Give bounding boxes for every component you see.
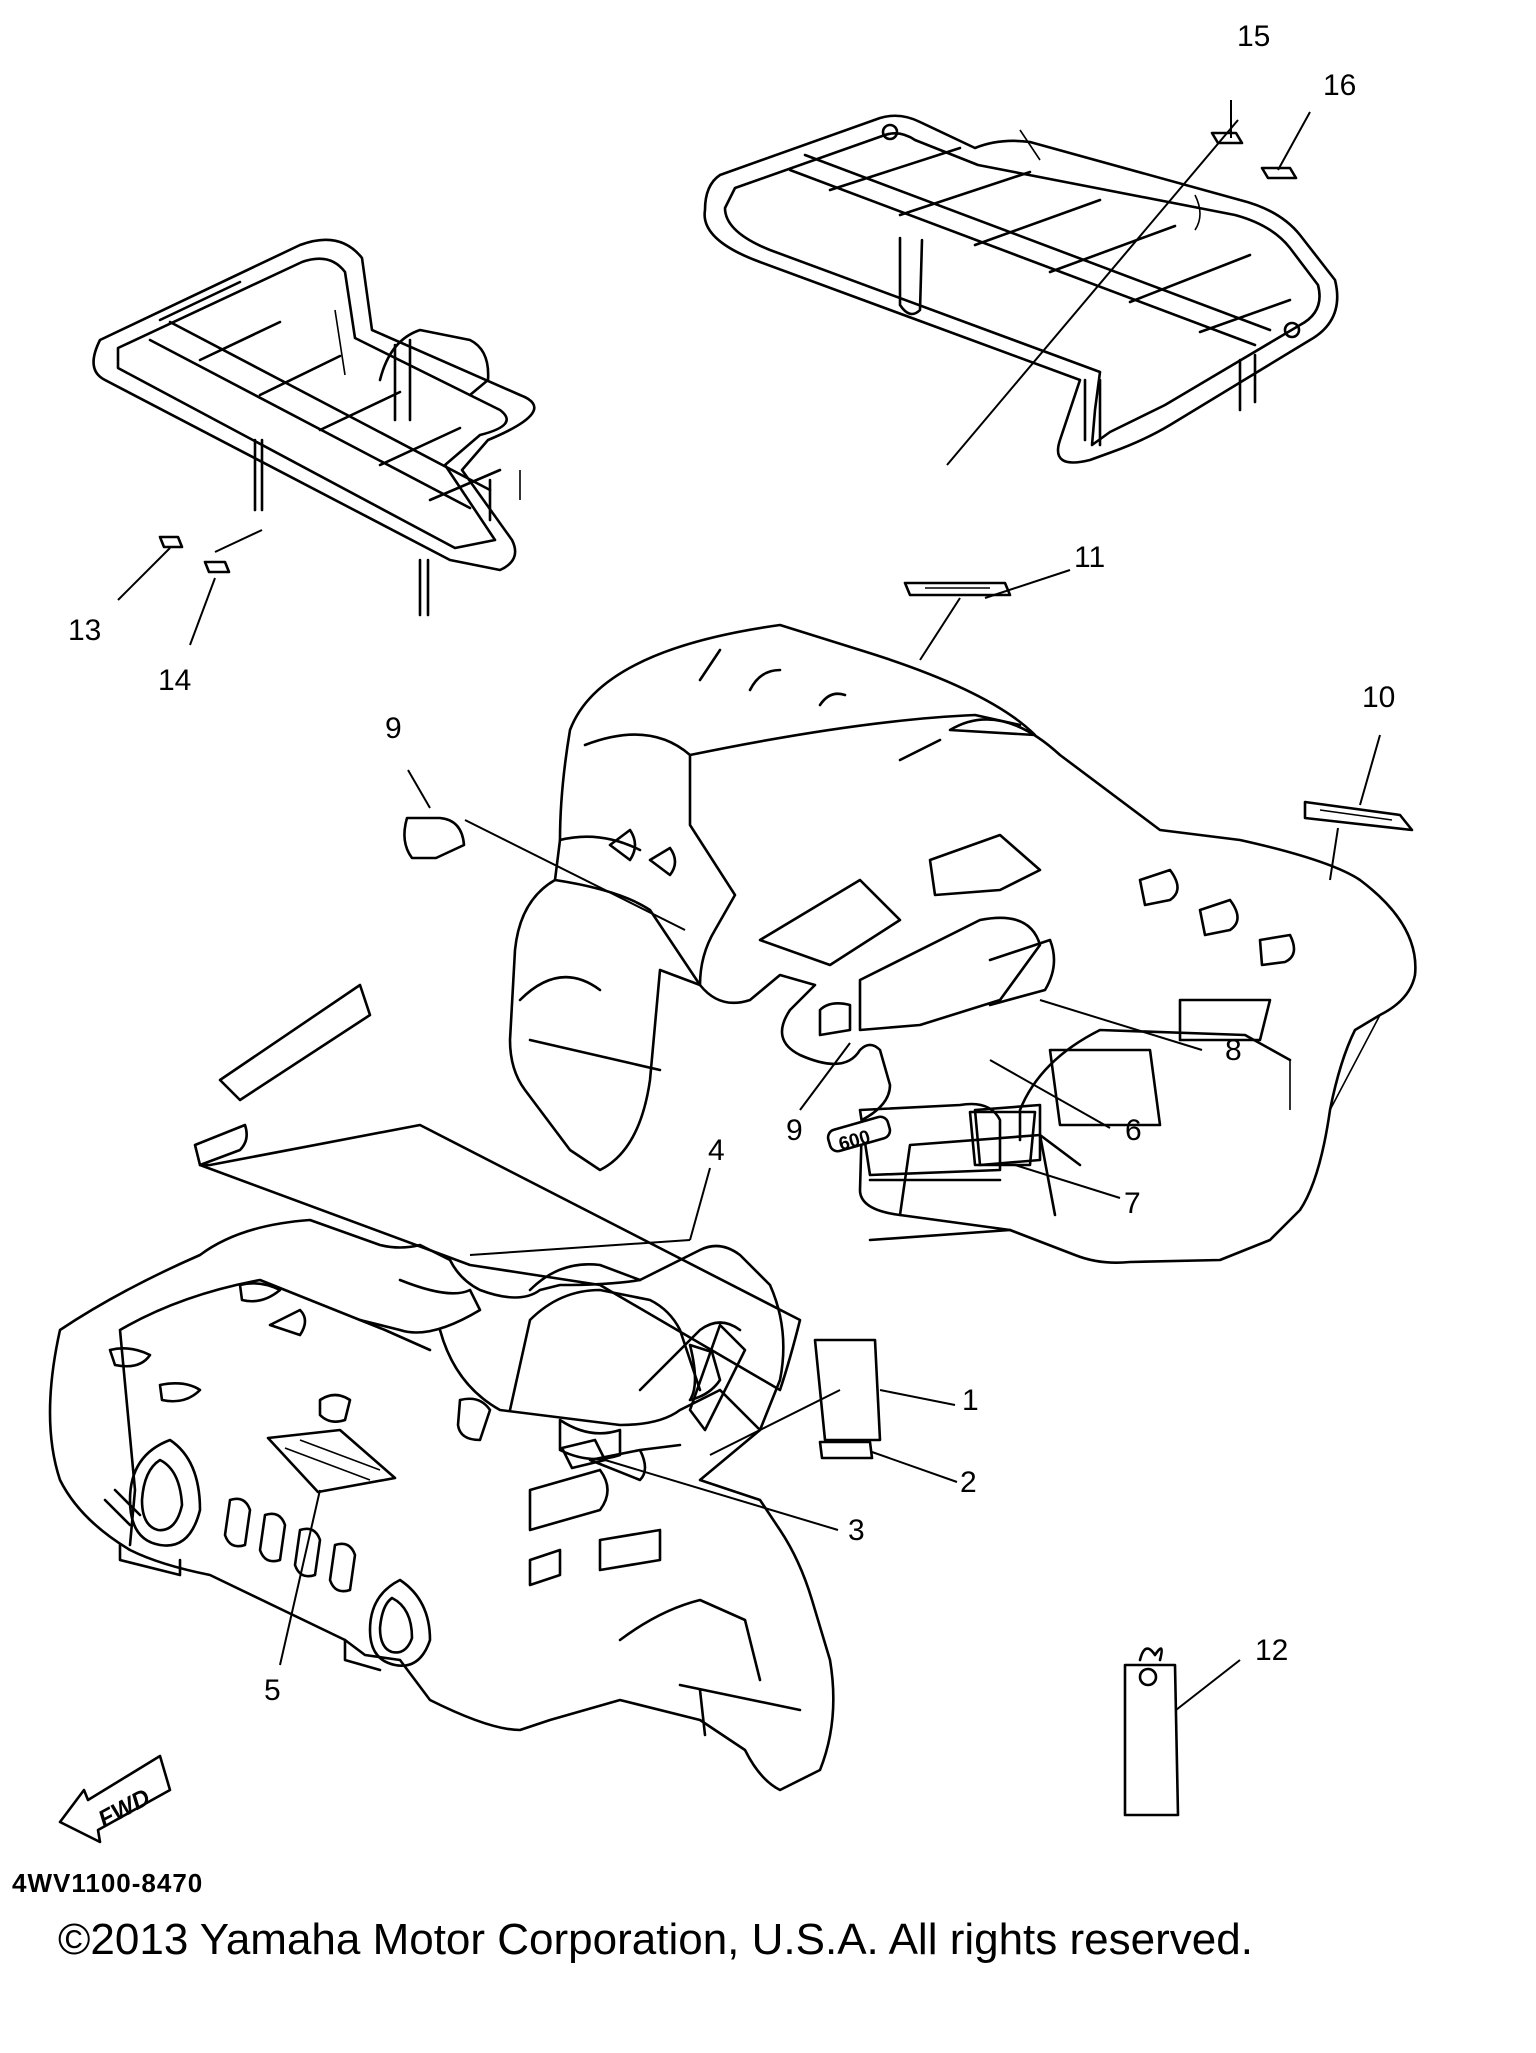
rear-fender-600-badge: 600: [826, 1115, 892, 1155]
callout-15: 15: [1237, 20, 1270, 53]
decal-7: [973, 1103, 1042, 1167]
tag-12: [1123, 1647, 1180, 1817]
callout-16: 16: [1323, 69, 1356, 102]
callout-3: 3: [848, 1514, 865, 1547]
front-carrier-rack: [92, 238, 536, 617]
rear-fender: [508, 623, 1417, 1264]
decal-14: [203, 560, 231, 574]
callouts: 1 2 3 4 5 6 7 8 9 9 10 11 12 13 14 15 16: [68, 20, 1395, 1707]
front-fender: [48, 1218, 835, 1792]
callout-8: 8: [1225, 1034, 1242, 1067]
callout-7: 7: [1124, 1187, 1141, 1220]
diagram-code: 4WV1100-8470: [12, 1868, 204, 1898]
callout-9-lower: 9: [786, 1114, 803, 1147]
callout-12: 12: [1255, 1634, 1288, 1667]
decal-11: [903, 581, 1012, 597]
decal-6: [968, 1110, 1037, 1167]
callout-5: 5: [264, 1674, 281, 1707]
callout-6: 6: [1125, 1114, 1142, 1147]
callout-10: 10: [1362, 681, 1395, 714]
leader-lines: [117, 100, 1381, 1711]
decal-13: [158, 535, 184, 549]
decal-2: [818, 1440, 874, 1460]
decal-16: [1260, 166, 1298, 180]
copyright-notice: ©2013 Yamaha Motor Corporation, U.S.A. A…: [58, 1915, 1253, 1964]
fwd-arrow: FWD: [58, 1754, 172, 1844]
front-fender-side-graphic: [688, 1323, 747, 1432]
rear-carrier-rack: [703, 114, 1339, 464]
callout-11: 11: [1074, 541, 1105, 574]
decal-1: [813, 1338, 882, 1442]
callout-13: 13: [68, 614, 101, 647]
decal-9-upper: [403, 816, 466, 860]
panel-4: [193, 983, 802, 1392]
decal-5: [266, 1428, 397, 1494]
callout-1: 1: [962, 1384, 979, 1417]
callout-14: 14: [158, 664, 191, 697]
decal-10: [1303, 800, 1414, 832]
callout-9-upper: 9: [385, 712, 402, 745]
callout-4: 4: [708, 1134, 725, 1167]
callout-2: 2: [960, 1466, 977, 1499]
